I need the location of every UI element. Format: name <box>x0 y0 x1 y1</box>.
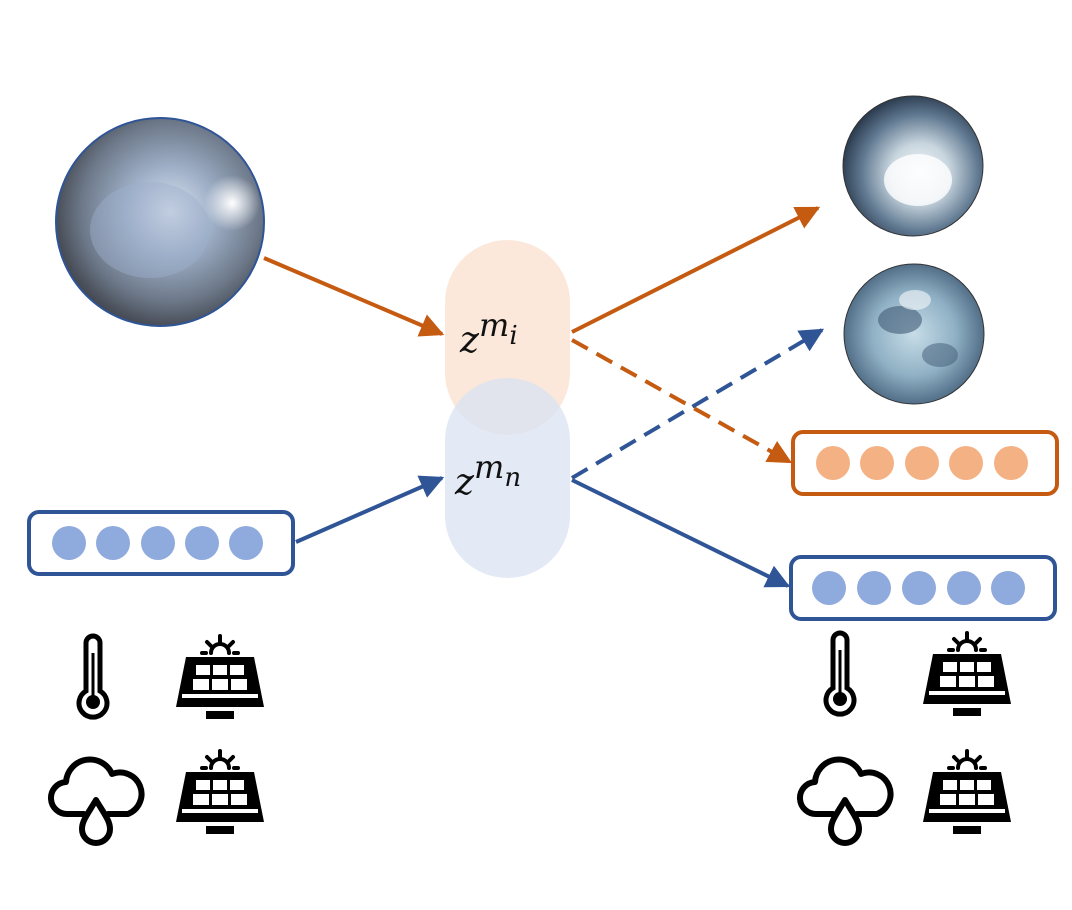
sensor-token <box>902 571 936 605</box>
output-image-to-sensor-vector <box>791 430 1059 496</box>
reconstructed-sky-image-1 <box>842 95 984 237</box>
output-sensor-vector <box>789 555 1057 621</box>
sensor-token <box>812 571 846 605</box>
solar-panel-icon <box>921 749 1013 836</box>
sensor-token <box>229 526 263 560</box>
solar-panel-icon <box>921 631 1013 718</box>
image-token <box>860 446 894 480</box>
latent-label-image: zmi <box>459 306 518 361</box>
sensor-token <box>141 526 175 560</box>
arrow-image-latent-to-sensor <box>571 338 793 464</box>
arrow-sensor-to-latent <box>295 475 445 544</box>
arrow-image-latent-to-image <box>571 206 821 334</box>
rain-cloud-icon <box>800 759 891 843</box>
sensor-token <box>52 526 86 560</box>
input-icons <box>51 634 266 843</box>
thermometer-icon <box>826 633 854 714</box>
image-token <box>905 446 939 480</box>
sensor-token <box>947 571 981 605</box>
sensor-token <box>96 526 130 560</box>
arrow-sensor-latent-to-image <box>570 328 825 480</box>
image-token <box>994 446 1028 480</box>
reconstructed-sky-image-2 <box>843 263 985 405</box>
image-token <box>816 446 850 480</box>
sensor-token <box>857 571 891 605</box>
latent-label-sensor: zmn <box>454 448 521 503</box>
solar-panel-icon <box>174 634 266 721</box>
image-token <box>949 446 983 480</box>
output-icons <box>800 631 1013 843</box>
sky-image-photo <box>55 117 265 327</box>
solar-panel-icon <box>174 749 266 836</box>
latent-capsule-image <box>445 240 570 435</box>
thermometer-icon <box>79 636 107 717</box>
arrow-image-to-latent <box>263 256 445 337</box>
latent-capsule-sensor <box>445 378 570 578</box>
input-sensor-vector <box>27 510 295 576</box>
sensor-token <box>185 526 219 560</box>
rain-cloud-icon <box>51 759 142 843</box>
sensor-token <box>991 571 1025 605</box>
arrow-sensor-latent-to-sensor <box>571 478 791 588</box>
